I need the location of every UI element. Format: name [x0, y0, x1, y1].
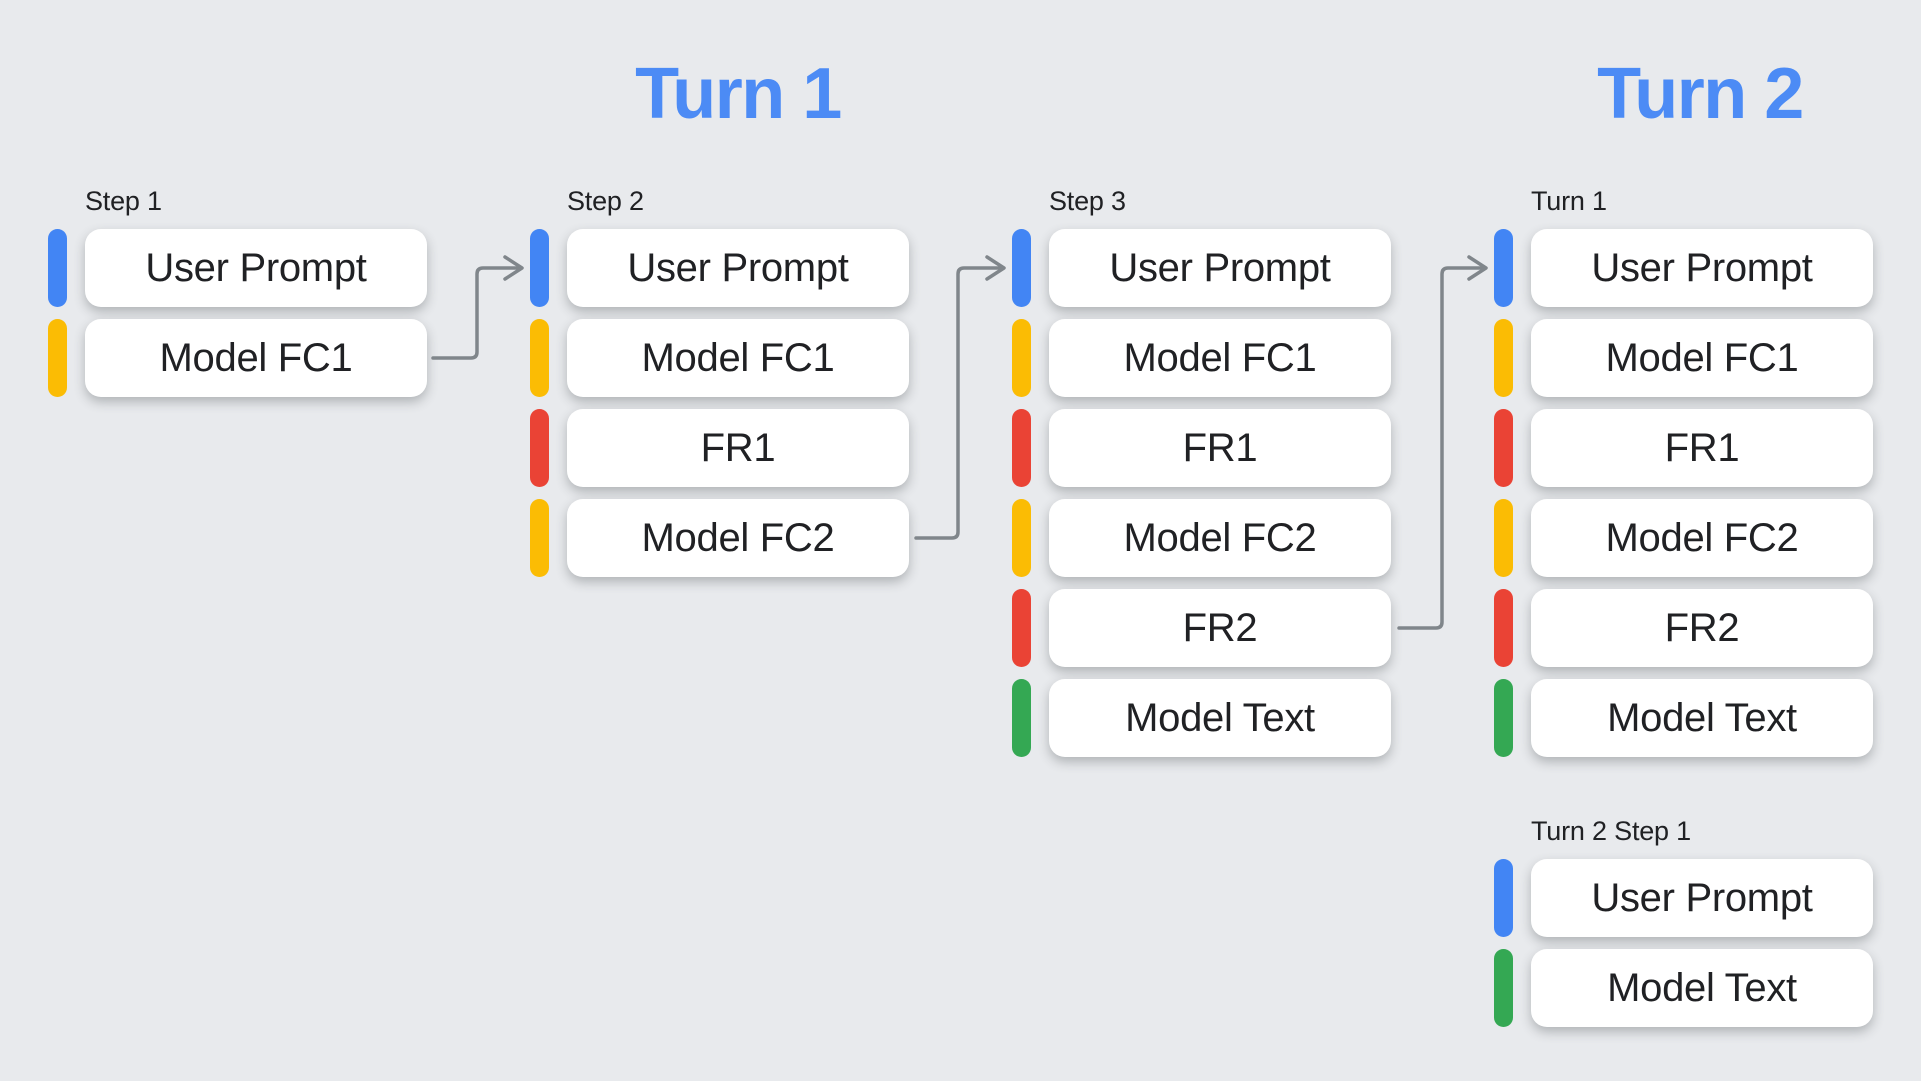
conversation-part-row: Model FC1 [1012, 319, 1391, 397]
column-step-1: Step 1 User Prompt Model FC1 [48, 186, 427, 409]
step-column-rows: User Prompt Model FC1 FR1 Model FC2 FR2 … [1494, 229, 1873, 757]
role-color-bar-green [1012, 679, 1031, 757]
card-fr1: FR1 [1531, 409, 1873, 487]
role-color-bar-yellow [1494, 319, 1513, 397]
card-user-prompt: User Prompt [1049, 229, 1391, 307]
conversation-part-row: User Prompt [530, 229, 909, 307]
card-model-text: Model Text [1531, 949, 1873, 1027]
conversation-part-row: Model FC1 [530, 319, 909, 397]
step-column-rows: User Prompt Model FC1 FR1 Model FC2 [530, 229, 909, 577]
role-color-bar-red [1494, 589, 1513, 667]
conversation-part-row: Model Text [1012, 679, 1391, 757]
role-color-bar-red [1012, 409, 1031, 487]
role-color-bar-blue [1012, 229, 1031, 307]
column-turn-1: Turn 1 User Prompt Model FC1 FR1 Model F… [1494, 186, 1873, 769]
role-color-bar-blue [530, 229, 549, 307]
role-color-bar-yellow [1012, 319, 1031, 397]
card-model-fc1: Model FC1 [1049, 319, 1391, 397]
step-column-label: Step 2 [567, 186, 644, 216]
conversation-part-row: Model FC2 [1012, 499, 1391, 577]
arrow-head-icon [985, 255, 1006, 281]
step-column-label: Step 3 [1049, 186, 1126, 216]
column-step-2: Step 2 User Prompt Model FC1 FR1 Model F… [530, 186, 909, 589]
card-model-fc1: Model FC1 [1531, 319, 1873, 397]
conversation-part-row: FR1 [1494, 409, 1873, 487]
arrow-head-icon [503, 255, 524, 281]
column-step-3: Step 3 User Prompt Model FC1 FR1 Model F… [1012, 186, 1391, 769]
role-color-bar-yellow [1494, 499, 1513, 577]
connector-line-1 [431, 266, 520, 360]
role-color-bar-red [1012, 589, 1031, 667]
card-model-fc2: Model FC2 [1049, 499, 1391, 577]
conversation-part-row: Model FC2 [530, 499, 909, 577]
role-color-bar-yellow [48, 319, 67, 397]
card-model-text: Model Text [1531, 679, 1873, 757]
header-turn-2: Turn 2 [1597, 54, 1804, 134]
role-color-bar-red [530, 409, 549, 487]
conversation-part-row: Model FC1 [48, 319, 427, 397]
role-color-bar-yellow [1012, 499, 1031, 577]
conversation-part-row: FR2 [1494, 589, 1873, 667]
step-column-rows: User Prompt Model Text [1494, 859, 1873, 1027]
card-model-fc1: Model FC1 [567, 319, 909, 397]
card-user-prompt: User Prompt [567, 229, 909, 307]
step-column-label: Turn 1 [1531, 186, 1607, 216]
role-color-bar-yellow [530, 499, 549, 577]
step-column-rows: User Prompt Model FC1 [48, 229, 427, 397]
column-turn-2-step-1: Turn 2 Step 1 User Prompt Model Text [1494, 816, 1873, 1039]
card-fr1: FR1 [567, 409, 909, 487]
conversation-part-row: Model FC1 [1494, 319, 1873, 397]
role-color-bar-blue [48, 229, 67, 307]
role-color-bar-yellow [530, 319, 549, 397]
step-column-rows: User Prompt Model FC1 FR1 Model FC2 FR2 … [1012, 229, 1391, 757]
card-user-prompt: User Prompt [1531, 229, 1873, 307]
conversation-part-row: User Prompt [48, 229, 427, 307]
card-model-fc2: Model FC2 [1531, 499, 1873, 577]
card-model-text: Model Text [1049, 679, 1391, 757]
role-color-bar-green [1494, 679, 1513, 757]
step-column-label: Step 1 [85, 186, 162, 216]
step-column-label: Turn 2 Step 1 [1531, 816, 1691, 846]
card-fr2: FR2 [1531, 589, 1873, 667]
conversation-part-row: FR2 [1012, 589, 1391, 667]
connector-line-2 [914, 266, 1002, 540]
role-color-bar-blue [1494, 859, 1513, 937]
role-color-bar-green [1494, 949, 1513, 1027]
conversation-part-row: User Prompt [1012, 229, 1391, 307]
card-fr1: FR1 [1049, 409, 1391, 487]
card-model-fc1: Model FC1 [85, 319, 427, 397]
conversation-part-row: Model FC2 [1494, 499, 1873, 577]
arrow-head-icon [1467, 255, 1488, 281]
card-model-fc2: Model FC2 [567, 499, 909, 577]
conversation-part-row: FR1 [1012, 409, 1391, 487]
card-fr2: FR2 [1049, 589, 1391, 667]
conversation-part-row: Model Text [1494, 949, 1873, 1027]
conversation-part-row: FR1 [530, 409, 909, 487]
card-user-prompt: User Prompt [85, 229, 427, 307]
header-turn-1: Turn 1 [635, 54, 842, 134]
conversation-part-row: User Prompt [1494, 859, 1873, 937]
connector-line-3 [1397, 266, 1484, 630]
card-user-prompt: User Prompt [1531, 859, 1873, 937]
conversation-part-row: User Prompt [1494, 229, 1873, 307]
role-color-bar-red [1494, 409, 1513, 487]
role-color-bar-blue [1494, 229, 1513, 307]
conversation-part-row: Model Text [1494, 679, 1873, 757]
